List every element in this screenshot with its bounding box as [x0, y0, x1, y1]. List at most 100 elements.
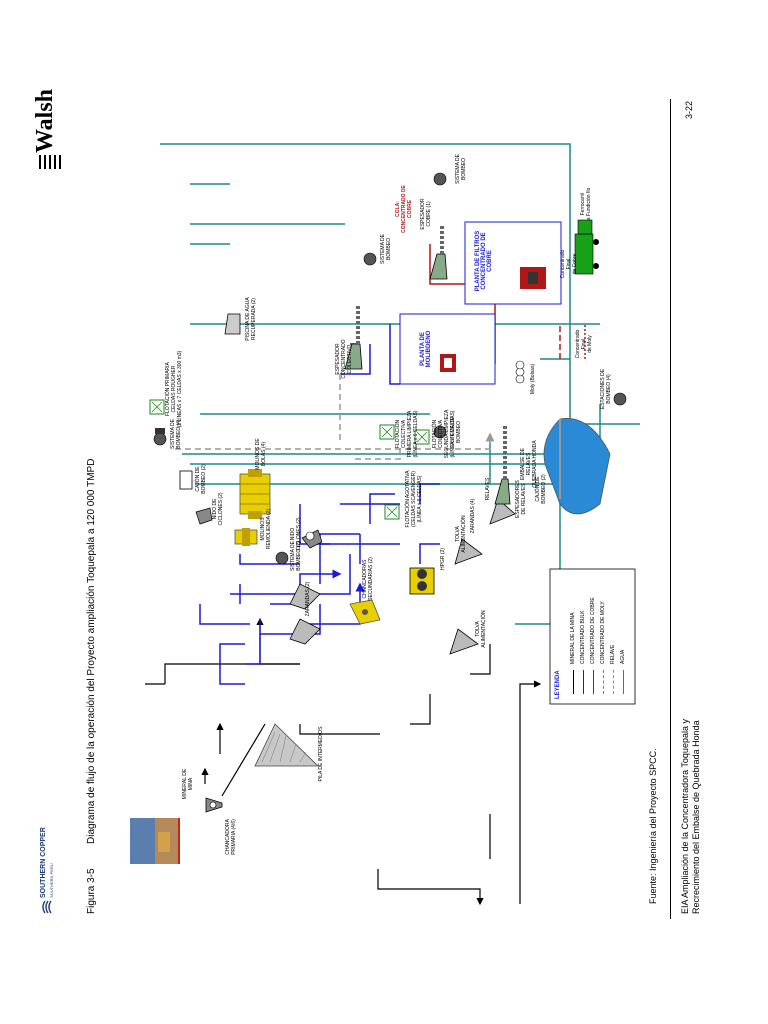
molybdenum-plant-box	[399, 313, 496, 385]
pump-icon-3	[433, 425, 447, 439]
legend-swatch	[612, 670, 614, 694]
screens-icon	[289, 583, 321, 645]
label-zarandas-2: ZARANDAS (2)	[305, 581, 311, 617]
footer-doc-line2: Recrecimiento del Embalse de Quebrada Ho…	[691, 720, 701, 914]
legend-box	[549, 568, 636, 705]
legend-swatch	[582, 670, 584, 694]
legend-item: MINERAL DE LA MINA	[568, 574, 578, 694]
legend-label: AGUA	[620, 649, 626, 664]
pump-box-icon	[179, 470, 193, 490]
legend-swatch	[592, 670, 594, 694]
label-tolva-1: TOLVA ALIMENTACIÓN	[475, 610, 487, 648]
regrind-mill-icon	[234, 528, 258, 546]
copper-thickener-icon	[429, 224, 448, 280]
legend-item: AGUA	[618, 574, 628, 694]
company-logo: SOUTHERN COPPER SOUTHERN PERU	[38, 827, 58, 914]
pump-icon-6	[433, 172, 447, 186]
label-sistema-bombeo-4: SISTEMA DE BOMBEO	[380, 234, 392, 265]
label-concentrado-final-moly: Concentrado Final de Moly	[575, 329, 593, 359]
water-lines	[160, 143, 640, 625]
label-sistema-bombeo-2: SISTEMA DE BOMBEO (2)	[290, 541, 302, 572]
label-pila-intermedios: PILA DE INTERMEDIOS	[318, 726, 324, 782]
flotation-cell-agotativa	[384, 504, 400, 520]
flotation-cell-colectiva-1	[379, 424, 395, 440]
label-espesador-cobre: ESPESADOR COBRE (1)	[420, 198, 432, 230]
feed-bin-icons	[449, 498, 516, 655]
legend-item: RELAVE	[608, 574, 618, 694]
legend-label: CONCENTRADO DE MOLY	[600, 601, 606, 664]
filter-plant-photo	[520, 267, 546, 289]
ore-lines	[145, 617, 542, 906]
secondary-crusher-icon	[349, 599, 381, 625]
pump-icon-2	[275, 551, 289, 565]
footer-rule	[670, 99, 671, 919]
label-molinos-bolas: MOLINOS DE BOLAS (4)	[255, 438, 267, 470]
legend-label: MINERAL DE LA MINA	[570, 612, 576, 665]
legend-label: CONCENTRADO DE COBRE	[590, 597, 596, 664]
moly-bags-icon	[515, 360, 525, 384]
label-estaciones-bombeo: ESTACIONES DE BOMBEO (4)	[600, 368, 612, 410]
hpgr-icon	[409, 567, 435, 595]
conveyor	[221, 723, 266, 797]
legend-label: RELAVE	[610, 644, 616, 664]
label-zarandas-4: ZARANDAS (4)	[470, 498, 476, 534]
label-flot-primaria: FLOTACIÓN PRIMARIA CELDAS ROUGHER (3 LÍN…	[165, 350, 183, 428]
pump-icon-4	[613, 392, 627, 406]
page-number: 3-22	[684, 100, 694, 119]
mine-photo	[130, 818, 180, 864]
walsh-logo: Walsh	[30, 89, 66, 169]
pump-icon-5	[363, 252, 377, 266]
tailings-dam-icon	[543, 418, 611, 515]
ball-mill-icon	[239, 469, 271, 519]
tailings-thickener-icon	[494, 424, 511, 505]
label-sistema-bombeo-3: SISTEMA DE BOMBEO	[450, 417, 462, 448]
label-espesador-concentrado: ESPESADOR CONCENTRADO COLECTIVO	[335, 339, 353, 379]
label-concentrado-final-cobre: Concentrado Final de Cobre	[560, 249, 578, 279]
label-chancadoras: CHANCADORAS SECUNDARIAS (2)	[362, 557, 374, 601]
legend-swatch	[572, 670, 574, 694]
label-sistema-bombeo-5: SISTEMA DE BOMBEO	[455, 154, 467, 185]
label-cola-concentrado: COLA: CONCENTRADO DE COBRE	[395, 185, 413, 233]
pump-icon-1	[153, 428, 167, 446]
label-moly: Moly (Bolsas)	[530, 363, 536, 395]
label-embalse: EMBALSE DE RELAVES QUEBRADA HONDA	[520, 440, 538, 488]
label-relaves: RELAVES	[485, 477, 491, 501]
label-flot-agotativa: FLOTACIÓN AGOTATIVA (CELDAS SCAVENGER) (…	[405, 470, 423, 528]
bulk-concentrate-lines	[199, 324, 440, 685]
concentrate-thickener-icon	[344, 304, 363, 370]
legend-swatch	[602, 670, 604, 694]
legend-list: MINERAL DE LA MINA CONCENTRADO BULK CONC…	[568, 574, 628, 694]
legend-item: CONCENTRADO DE COBRE	[588, 574, 598, 694]
label-molinos-remolienda: MOLINOS REMOLIENDA (2)	[260, 508, 272, 550]
legend-title: LEYENDA	[555, 670, 561, 699]
label-chancadora-primaria: CHANCADORA PRIMARIA (4/6)	[225, 819, 237, 855]
legend-item: CONCENTRADO BULK	[578, 574, 588, 694]
label-planta-molibdeno: PLANTA DE MOLIBDENO	[420, 330, 432, 368]
footer-doc-line1: EIA Ampliación de la Concentradora Toque…	[680, 719, 690, 914]
walsh-logo-icon	[39, 155, 61, 169]
tailings-lines	[175, 374, 495, 460]
cyclones-icon	[301, 529, 323, 549]
label-planta-filtros: PLANTA DE FILTROS CONCENTRADO DE COBRE	[475, 230, 493, 292]
label-hpgr: HPGR (2)	[440, 548, 446, 570]
water-pool-icon	[224, 313, 241, 335]
label-piscina-agua: PISCINA DE AGUA RECUPERADA (2)	[245, 297, 257, 341]
stockpile-icon	[254, 723, 319, 767]
flotation-cell-primary	[149, 399, 165, 415]
flotation-cell-colectiva-2	[414, 429, 430, 445]
label-mina: MINERAL DE MINA	[182, 768, 194, 800]
label-cajon-bombeo-2: CAJÓN DE BOMBEO (2)	[195, 464, 207, 494]
label-nido-ciclones-2: NIDO DE CICLONES (2)	[212, 492, 224, 526]
label-ferrocarril: Ferrocarril a Fundición Ilo	[580, 187, 592, 221]
legend-label: CONCENTRADO BULK	[580, 610, 586, 664]
primary-crusher-icon	[205, 797, 223, 813]
legend-item: CONCENTRADO DE MOLY	[598, 574, 608, 694]
label-tolva-2: TOLVA ALIMENTACIÓN	[455, 515, 467, 553]
cyclones-icon-2	[195, 507, 213, 525]
company-logo-icon	[42, 900, 52, 914]
train-icon	[574, 219, 599, 275]
legend-swatch	[622, 670, 624, 694]
